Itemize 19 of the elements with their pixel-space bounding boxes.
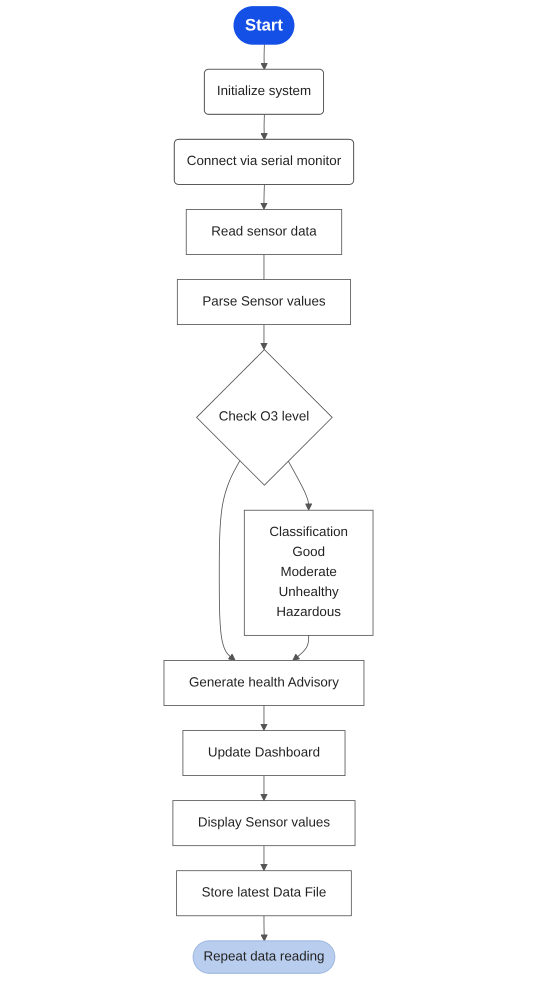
node-box: Display Sensor values	[172, 800, 356, 846]
node-box: Generate health Advisory	[164, 660, 364, 706]
arrow	[260, 184, 268, 210]
arrow	[260, 44, 268, 70]
node-box: Classification Good Moderate Unhealthy Hazardous	[244, 510, 374, 636]
node-box: Read sensor data	[186, 209, 342, 255]
node-box: Parse Sensor values	[176, 279, 352, 325]
arrow	[260, 775, 268, 801]
arrow	[260, 705, 268, 731]
node-box: Store latest Data File	[176, 870, 352, 916]
arrow	[218, 460, 240, 661]
arrow	[288, 460, 312, 511]
arrow	[260, 915, 268, 942]
arrow	[260, 845, 268, 872]
node-diamond: Check O3 level	[196, 349, 333, 486]
arrow	[260, 114, 268, 140]
arrow	[260, 324, 268, 350]
arrow	[292, 634, 310, 661]
node-box: Update Dashboard	[182, 730, 346, 776]
